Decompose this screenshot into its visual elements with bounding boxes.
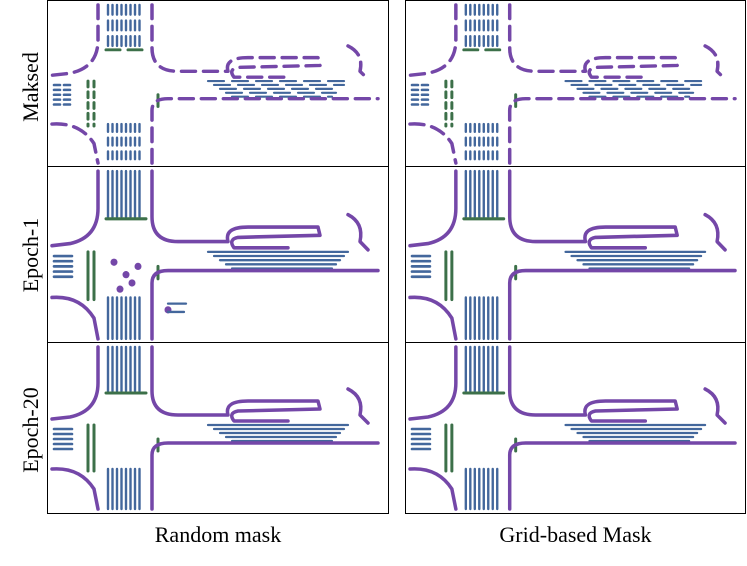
road-boundary <box>346 212 370 252</box>
road-boundary <box>150 268 380 341</box>
road-boundary <box>703 212 727 252</box>
road-boundary <box>408 345 458 421</box>
road-boundary <box>507 268 737 341</box>
panel-masked-grid <box>405 0 746 168</box>
road-boundary <box>703 44 727 81</box>
road-boundary <box>408 169 458 248</box>
noise-blob <box>116 285 124 293</box>
noise-blob <box>110 258 118 266</box>
road-boundary <box>50 345 100 421</box>
road-boundary <box>50 295 100 341</box>
road-boundary <box>408 122 458 165</box>
column-label-grid-mask: Grid-based Mask <box>499 522 652 547</box>
road-boundary <box>507 3 679 79</box>
noise-blob <box>122 271 130 279</box>
road-boundary <box>408 295 458 341</box>
panel-epoch1-random <box>47 166 389 344</box>
road-boundary <box>408 467 458 511</box>
panel-epoch20-random <box>47 342 389 514</box>
panel-epoch1-grid <box>405 166 746 344</box>
row-label-epoch-1: Epoch-1 <box>18 217 43 293</box>
row-label-masked: Maksed <box>18 52 43 122</box>
road-boundary <box>150 3 322 79</box>
road-map-drawing <box>50 345 380 511</box>
noise-blob <box>128 279 136 287</box>
road-boundary <box>346 387 370 425</box>
road-boundary <box>703 387 727 425</box>
road-boundary <box>150 345 322 423</box>
road-boundary <box>50 122 100 165</box>
road-boundary <box>507 441 737 511</box>
panel-epoch20-grid <box>405 342 746 514</box>
road-boundary <box>507 345 679 423</box>
road-boundary <box>50 169 100 248</box>
road-boundary <box>50 3 100 77</box>
road-map-drawing <box>50 3 380 165</box>
road-map-drawing <box>408 169 737 341</box>
road-boundary <box>150 169 322 250</box>
road-boundary <box>408 3 458 77</box>
row-label-epoch-20: Epoch-20 <box>18 387 43 473</box>
road-map-drawing <box>408 345 737 511</box>
road-boundary <box>507 96 737 165</box>
road-boundary <box>50 467 100 511</box>
panel-masked-random <box>47 0 389 168</box>
road-boundary <box>150 441 380 511</box>
column-label-random-mask: Random mask <box>154 522 282 547</box>
road-boundary <box>150 96 380 165</box>
road-map-drawing <box>408 3 737 165</box>
road-map-drawing <box>50 169 380 341</box>
road-boundary <box>507 169 679 250</box>
road-boundary <box>346 44 370 81</box>
noise-blob <box>134 262 142 271</box>
